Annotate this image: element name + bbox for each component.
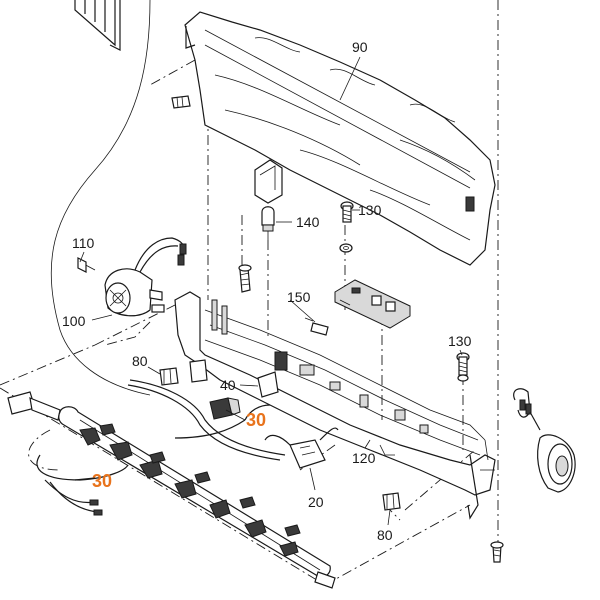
label-100: 100 [62,313,86,329]
speaker [513,388,576,493]
part-140-lamp [254,159,292,240]
grille-corner [74,0,121,51]
part-130-screw-right [456,352,470,382]
guide-lines [0,0,499,586]
part-120-chassis [174,291,496,520]
label-40: 40 [220,377,236,393]
label-20: 20 [308,494,324,510]
part-30-switch-harness [127,379,286,461]
screw-top-left [171,95,191,109]
part-100-motor [77,237,187,321]
part-80-connector-bottom [382,492,401,526]
part-150-board [304,279,411,336]
part-130-screw-top [339,201,360,253]
label-120: 120 [352,450,376,466]
label-30-switch: 30 [246,410,266,430]
leader-lines [79,56,463,449]
label-80-left: 80 [132,353,148,369]
label-80-bottom: 80 [377,527,393,543]
screw-bottom [490,541,504,563]
label-30-wire: 30 [92,471,112,491]
label-110: 110 [72,235,95,251]
connectors-left [147,359,279,398]
label-150: 150 [287,289,311,305]
label-130-right: 130 [448,333,472,349]
flame-roller [7,391,336,589]
label-130-top: 130 [358,202,382,218]
screw-mid [238,264,252,293]
label-140: 140 [296,214,320,230]
part-20-plug [264,427,339,491]
part-30-wire-loose [36,454,129,516]
label-90: 90 [352,39,368,55]
firebox-outline [50,0,151,396]
part-90-log-panel [184,11,496,266]
